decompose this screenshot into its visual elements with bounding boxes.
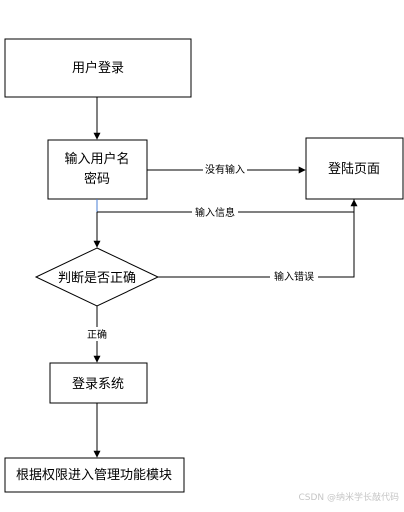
node-enter-modules-label: 根据权限进入管理功能模块	[16, 467, 172, 483]
edge-no-input-label: 没有输入	[205, 163, 245, 176]
node-login-system-label: 登录系统	[72, 377, 124, 392]
edge-no-input-label-bg	[203, 162, 247, 176]
edge-input-info-label-bg	[192, 205, 238, 219]
edge-input-error	[158, 199, 358, 278]
node-input-credentials: 输入用户名 密码	[47, 139, 148, 200]
node-enter-modules: 根据权限进入管理功能模块	[4, 457, 185, 493]
edge-input-info-label: 输入信息	[195, 206, 235, 219]
edge-correct-label: 正确	[87, 328, 107, 341]
node-login-system: 登录系统	[49, 362, 148, 404]
node-check-correct: 判断是否正确	[34, 247, 160, 307]
node-input-credentials-label-2: 密码	[84, 171, 110, 187]
node-input-credentials-label-1: 输入用户名	[64, 151, 129, 167]
node-user-login: 用户登录	[4, 38, 192, 98]
watermark: CSDN @纳米学长敲代码	[298, 491, 399, 503]
edge-input-error-label-bg	[270, 269, 318, 283]
node-check-correct-label: 判断是否正确	[58, 271, 136, 286]
edge-input-error-label: 输入错误	[274, 270, 314, 283]
edge-correct-label-bg	[84, 327, 110, 341]
node-login-page: 登陆页面	[305, 137, 404, 200]
node-login-page-label: 登陆页面	[328, 161, 380, 177]
node-user-login-label: 用户登录	[72, 60, 124, 76]
